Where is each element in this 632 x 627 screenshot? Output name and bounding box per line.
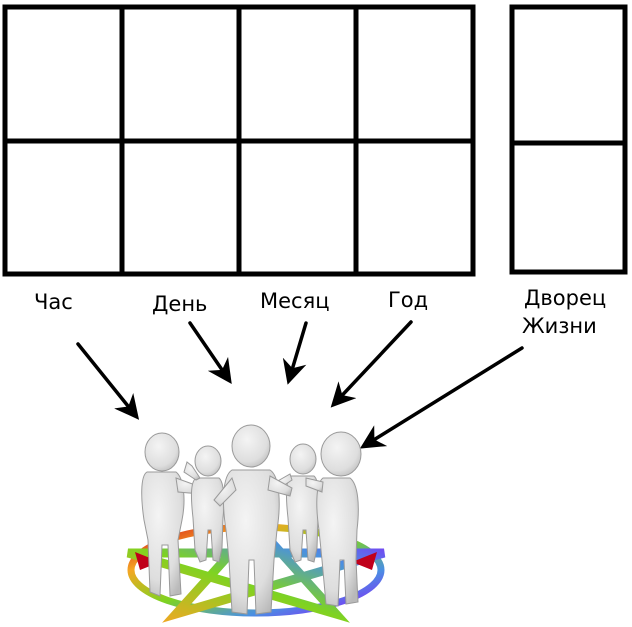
label-hour: Час (34, 290, 73, 314)
label-life-palace-line1: Дворец (524, 286, 607, 310)
person-figure (275, 443, 320, 563)
arrow-month (282, 321, 308, 385)
label-year: Год (388, 288, 429, 312)
arrows (76, 320, 524, 449)
palace-grid (509, 4, 628, 275)
arrow-day (188, 321, 232, 385)
label-day: День (152, 292, 208, 316)
person-figure (141, 432, 201, 597)
arrow-hour (76, 342, 140, 420)
label-life-palace-line2: Жизни (522, 314, 597, 338)
person-figure (305, 431, 362, 607)
label-month: Месяц (260, 289, 330, 313)
person-figure (213, 424, 293, 615)
arrow-year (330, 320, 413, 408)
people-group (141, 424, 362, 615)
palace-grid-frame (509, 4, 628, 275)
arrow-life-palace (359, 346, 524, 449)
pillar-grid (2, 4, 476, 277)
